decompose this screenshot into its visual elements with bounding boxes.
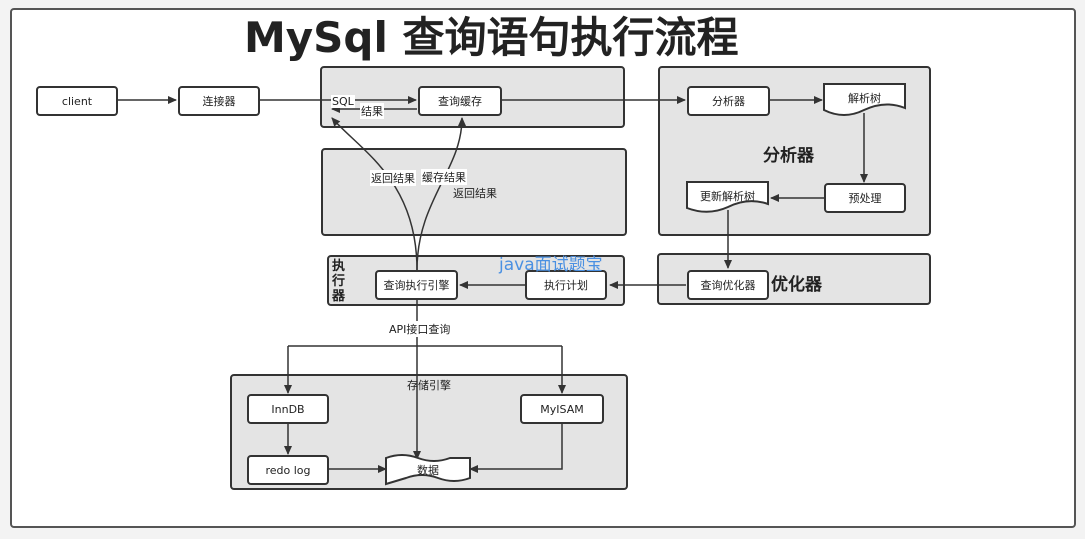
data-label: 数据 <box>417 464 439 477</box>
redo-log-box: redo log <box>247 455 329 485</box>
return-result-label-1: 返回结果 <box>370 170 416 186</box>
data-shape <box>385 454 471 486</box>
exec-plan-box: 执行计划 <box>525 270 607 300</box>
client-box: client <box>36 86 118 116</box>
query-exec-engine-box: 查询执行引擎 <box>375 270 458 300</box>
optimizer-section-title: 优化器 <box>771 275 822 295</box>
edge-engine-connector-return <box>331 117 418 271</box>
innodb-box: InnDB <box>247 394 329 424</box>
parse-tree-label: 解析树 <box>848 92 881 105</box>
executor-section-title: 执行器 <box>332 259 346 304</box>
preprocess-box: 预处理 <box>824 183 906 213</box>
cache-result-label: 缓存结果 <box>421 169 467 185</box>
sql-label: SQL <box>331 95 355 108</box>
diagram-title: MySql 查询语句执行流程 <box>244 13 739 62</box>
edge-engine-cache-store <box>416 117 466 271</box>
connector-box: 连接器 <box>178 86 260 116</box>
myisam-box: MyISAM <box>520 394 604 424</box>
analyzer-section-title: 分析器 <box>763 146 814 166</box>
query-cache-box: 查询缓存 <box>418 86 502 116</box>
middle-panel <box>321 148 627 236</box>
new-parse-tree-label: 更新解析树 <box>700 190 755 203</box>
result-label: 结果 <box>360 103 384 119</box>
watermark: java面试题宝 <box>499 255 603 275</box>
new-parse-tree-shape <box>686 181 769 213</box>
storage-section-title: 存储引擎 <box>407 379 451 392</box>
parse-tree-shape <box>823 83 906 116</box>
return-result-label-2: 返回结果 <box>453 187 497 200</box>
api-query-label: API接口查询 <box>387 321 453 337</box>
query-optimizer-box: 查询优化器 <box>687 270 769 300</box>
analyzer-box: 分析器 <box>687 86 770 116</box>
edge-myisam-data <box>469 424 563 473</box>
